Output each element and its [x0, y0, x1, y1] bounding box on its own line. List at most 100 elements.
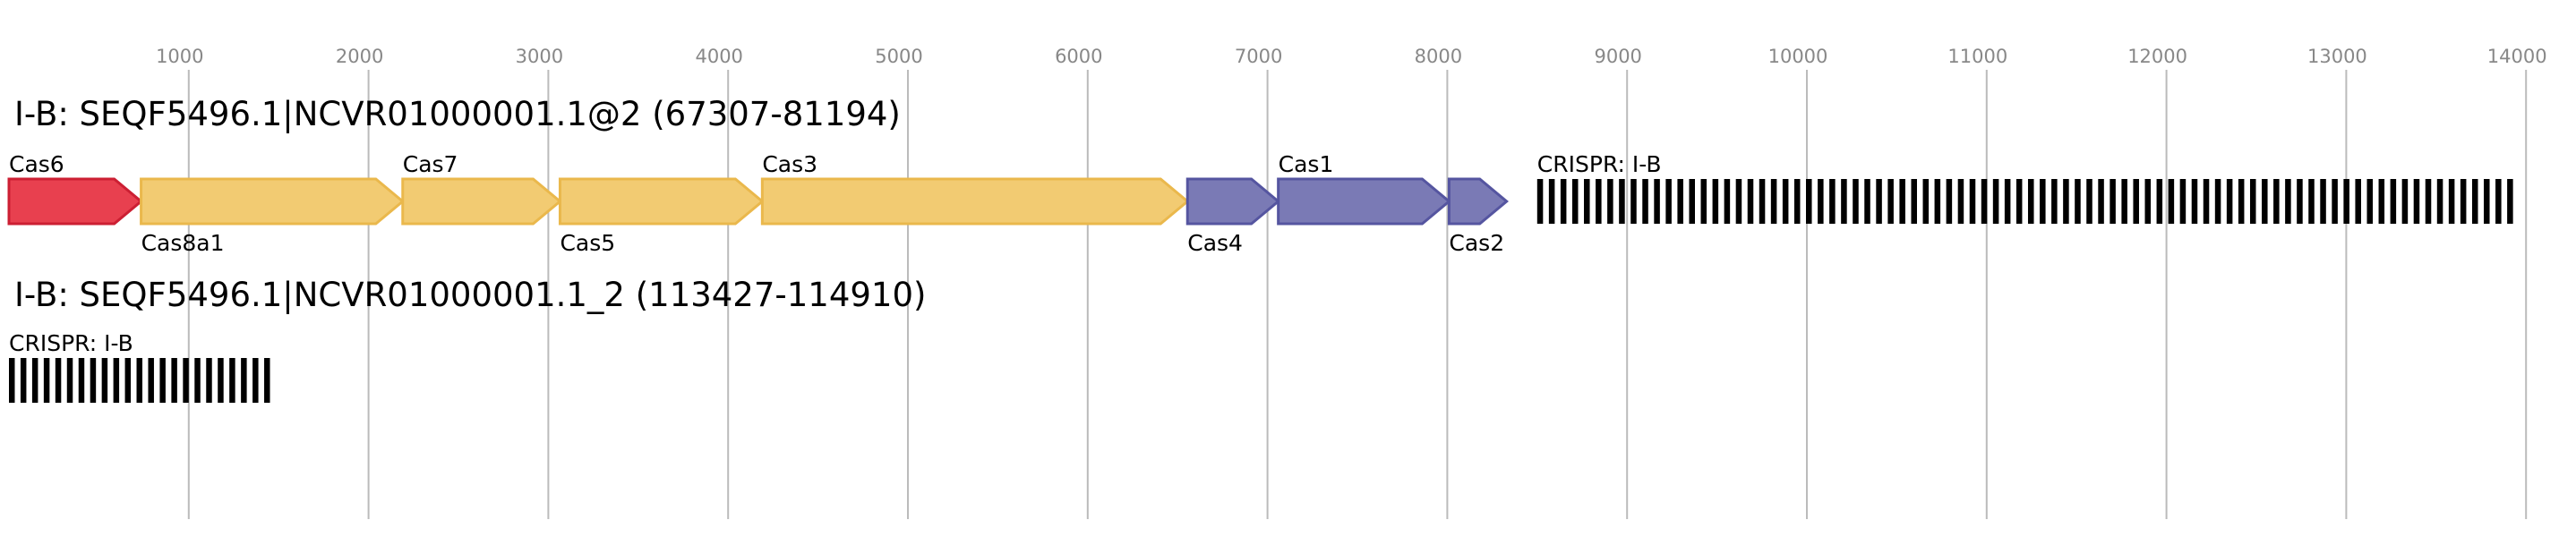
crispr-repeat [1770, 179, 1777, 224]
crispr-repeat [1853, 179, 1859, 224]
crispr-repeat [241, 358, 247, 403]
gene-arrow-cas6 [7, 177, 143, 226]
tick-label: 5000 [875, 46, 922, 67]
crispr-repeat [1818, 179, 1824, 224]
track-title: I-B: SEQF5496.1|NCVR01000001.1@2 (67307-… [14, 95, 901, 133]
tick-label: 1000 [156, 46, 203, 67]
tick-label: 14000 [2487, 46, 2547, 67]
crispr-repeat [183, 358, 189, 403]
crispr-repeat [136, 358, 142, 403]
crispr-repeat [2378, 179, 2385, 224]
crispr-repeat [229, 358, 235, 403]
crispr-repeat [1689, 179, 1696, 224]
crispr-repeat [2168, 179, 2175, 224]
crispr-repeat [1864, 179, 1870, 224]
crispr-repeat [1782, 179, 1789, 224]
crispr-repeat [2086, 179, 2092, 224]
crispr-repeat [1548, 179, 1555, 224]
gene-arrow-cas1 [1277, 177, 1451, 226]
crispr-repeat [78, 358, 85, 403]
crispr-repeat [2507, 179, 2513, 224]
crispr-repeat [1724, 179, 1731, 224]
crispr-repeat [2179, 179, 2187, 224]
crispr-repeat [2285, 179, 2291, 224]
crispr-repeat [1934, 179, 1941, 224]
crispr-repeat [252, 358, 259, 403]
crispr-repeat [206, 358, 212, 403]
crispr-repeat [31, 358, 39, 403]
tick-label: 9000 [1594, 46, 1641, 67]
gene-label: Cas7 [403, 151, 458, 177]
crispr-repeat [1584, 179, 1590, 224]
crispr-repeat [1596, 179, 1602, 224]
crispr-repeat [2436, 179, 2443, 224]
crispr-repeat [2063, 179, 2069, 224]
crispr-repeat [1981, 179, 1988, 224]
crispr-repeat [2484, 179, 2490, 224]
gene-arrow-cas7 [401, 177, 562, 226]
crispr-label: CRISPR: I-B [9, 330, 133, 356]
crispr-repeat [171, 358, 177, 403]
tick-label: 7000 [1235, 46, 1282, 67]
tick-label: 4000 [695, 46, 742, 67]
tick-label: 8000 [1415, 46, 1462, 67]
gene-arrow-cas4 [1185, 177, 1280, 226]
crispr-repeat [1630, 179, 1637, 224]
crispr-repeat [2332, 179, 2338, 224]
crispr-repeat [1911, 179, 1917, 224]
gene-label: Cas2 [1449, 230, 1504, 256]
crispr-label: CRISPR: I-B [1537, 151, 1662, 177]
crispr-repeat [66, 358, 73, 403]
crispr-repeat [1607, 179, 1613, 224]
crispr-repeat [2214, 179, 2221, 224]
crispr-repeat [2320, 179, 2326, 224]
crispr-repeat [2121, 179, 2127, 224]
crispr-repeat [1560, 179, 1567, 224]
gene-label: Cas3 [762, 151, 817, 177]
crispr-repeat [55, 358, 62, 403]
crispr-repeat [1712, 179, 1719, 224]
crispr-repeat [1536, 179, 1544, 224]
crispr-repeat [1992, 179, 1999, 224]
crispr-repeat [1946, 179, 1953, 224]
track-operon-2: I-B: SEQF5496.1|NCVR01000001.1_2 (113427… [9, 276, 926, 403]
crispr-repeat [1700, 179, 1707, 224]
crispr-repeat [2156, 179, 2163, 224]
crispr-repeat [2110, 179, 2116, 224]
crispr-repeat [1829, 179, 1836, 224]
crispr-repeat [2098, 179, 2104, 224]
crispr-repeat [2448, 179, 2455, 224]
crispr-repeat [1793, 179, 1801, 224]
crispr-repeat [2262, 179, 2268, 224]
gene-arrow-cas5 [558, 177, 765, 226]
crispr-repeat [9, 358, 15, 403]
crispr-repeat [2040, 179, 2046, 224]
crispr-repeat [2343, 179, 2349, 224]
crispr-repeat [2401, 179, 2409, 224]
gene-label: Cas6 [9, 151, 64, 177]
crispr-repeat [148, 358, 154, 403]
crispr-repeat [2297, 179, 2303, 224]
crispr-repeat [1677, 179, 1683, 224]
crispr-repeat [2273, 179, 2280, 224]
crispr-repeat [101, 358, 108, 403]
crispr-repeat [2495, 179, 2502, 224]
crispr-repeat [1969, 179, 1976, 224]
gene-label: Cas5 [560, 230, 615, 256]
crispr-repeat [2226, 179, 2233, 224]
crispr-repeat [2004, 179, 2011, 224]
crispr-array: CRISPR: I-B [9, 330, 270, 403]
crispr-repeat [1841, 179, 1847, 224]
gene-arrow-cas2 [1447, 177, 1510, 226]
crispr-repeat [1759, 179, 1766, 224]
crispr-repeat [2366, 179, 2374, 224]
gene-label: Cas1 [1279, 151, 1334, 177]
tick-label: 13000 [2307, 46, 2367, 67]
gene-arrow-cas8a1 [140, 177, 406, 226]
crispr-repeat [2355, 179, 2361, 224]
crispr-array: CRISPR: I-B [1536, 151, 2513, 224]
crispr-repeat [1747, 179, 1754, 224]
tick-label: 2000 [336, 46, 383, 67]
